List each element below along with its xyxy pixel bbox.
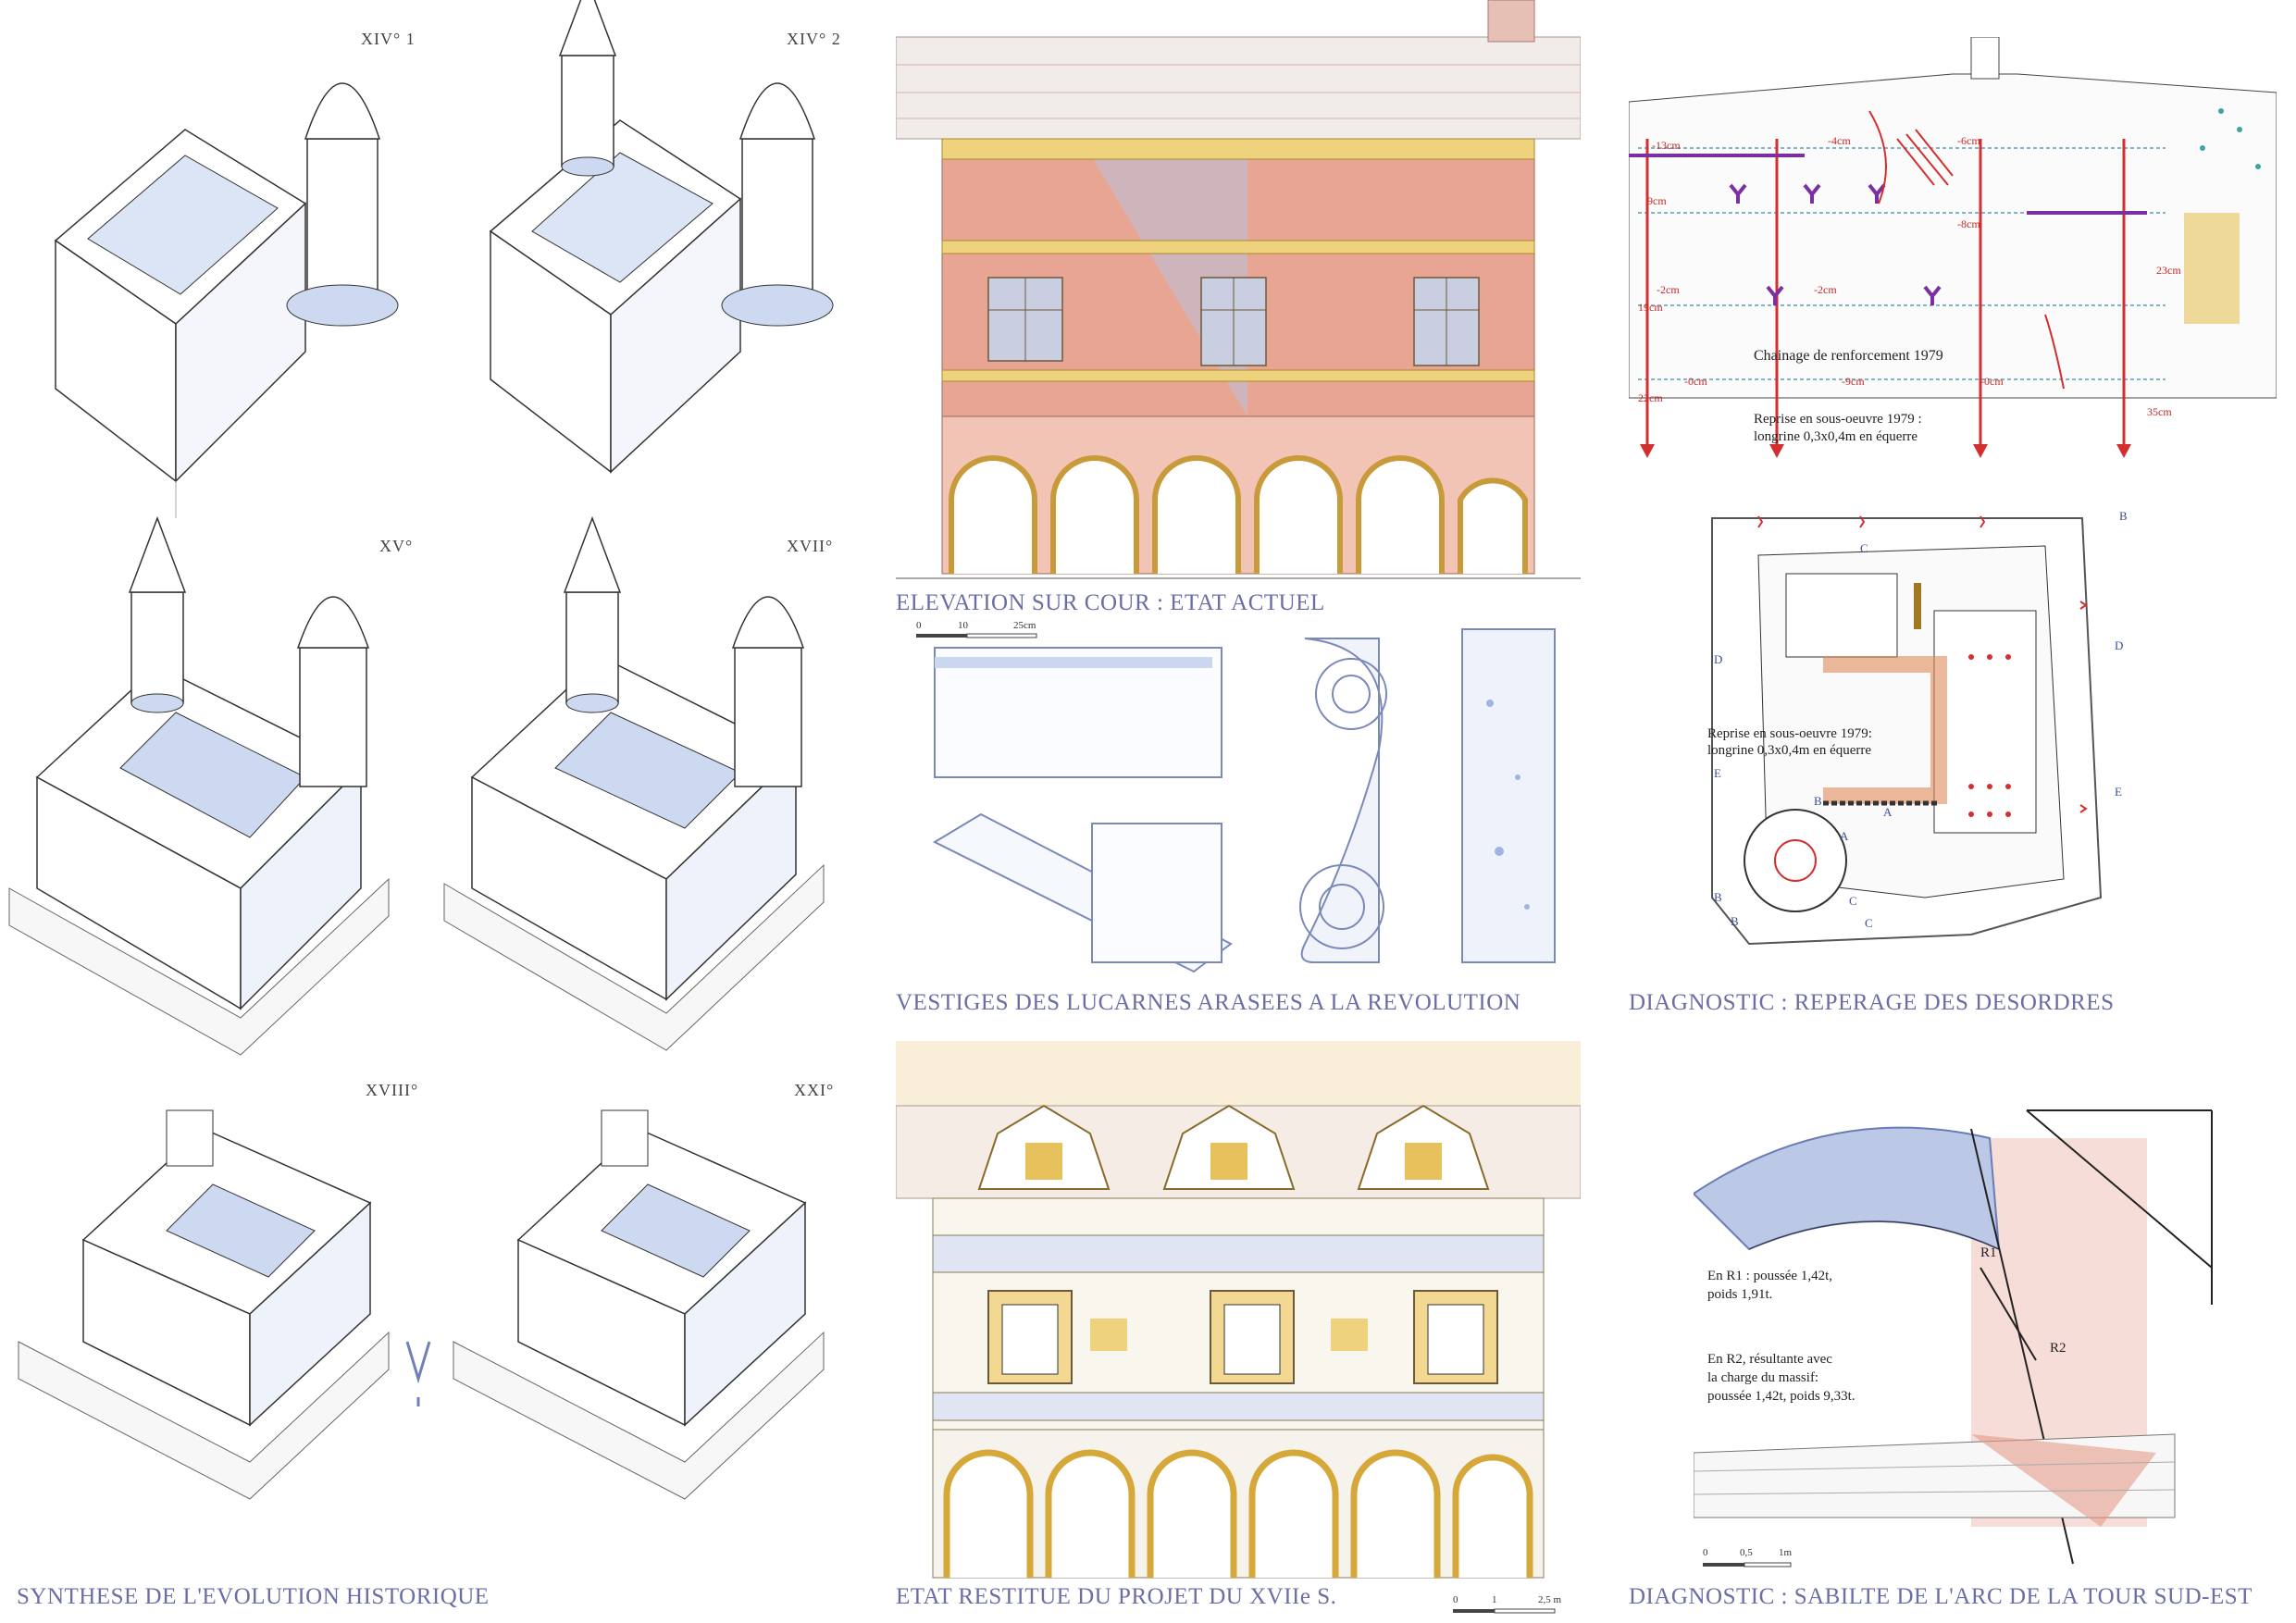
drawing-xviii	[18, 1109, 390, 1500]
scale-restitue-1: 1	[1492, 1594, 1497, 1605]
diagnostic-arc-panel	[1694, 1083, 2249, 1582]
scale-bar-restitue	[1453, 1608, 1556, 1614]
measure-label: 19cm	[1638, 301, 1663, 314]
plan-letter: E	[1714, 766, 1721, 780]
scale-bar-elevation	[916, 633, 1037, 638]
note-r2-line3: poussée 1,42t, poids 9,33t.	[1707, 1389, 1855, 1404]
note-reprise-section-1: Reprise en sous-oeuvre 1979 :	[1754, 412, 1922, 427]
note-reprise-plan-2: longrine 0,3x0,4m en équerre	[1707, 743, 1872, 758]
elevation-actuel-drawing	[896, 0, 1581, 583]
measure-label: -9cm	[1842, 375, 1865, 388]
century-label-xxi: XXI°	[794, 1081, 835, 1099]
century-label-xviii: XVIII°	[366, 1081, 419, 1099]
plan-letter: C	[1860, 541, 1868, 555]
caption-vestiges: VESTIGES DES LUCARNES ARASEES A LA REVOL…	[896, 990, 1521, 1015]
plan-letter: B	[1714, 890, 1722, 904]
diagnostic-plan-drawing	[1711, 515, 2103, 946]
drawing-xiv-1	[54, 82, 399, 518]
vestiges-drawing	[932, 628, 1556, 973]
scale-elevation-25: 25cm	[1013, 620, 1036, 631]
plan-letter: D	[1714, 652, 1723, 666]
note-r1-line2: poids 1,91t.	[1707, 1287, 1773, 1302]
etat-restitue-drawing	[896, 1041, 1581, 1582]
century-label-xiv-2: XIV° 2	[787, 30, 841, 48]
etat-restitue-panel	[896, 1041, 1581, 1582]
scale-arc-05: 0,5	[1740, 1547, 1753, 1558]
note-chainage: Chainage de renforcement 1979	[1754, 348, 1943, 364]
scale-restitue-25: 2,5 m	[1538, 1594, 1562, 1605]
measure-label: -2cm	[1657, 283, 1680, 296]
measure-label: -2cm	[1814, 283, 1837, 296]
diagnostic-arc-drawing	[1694, 1109, 2213, 1565]
note-r2-line1: En R2, résultante avec	[1707, 1352, 1832, 1367]
century-label-xiv-1: XIV° 1	[361, 30, 416, 48]
north-arrow-icon	[405, 1341, 431, 1406]
measure-label: -13cm	[1652, 139, 1681, 152]
note-r1-line1: En R1 : poussée 1,42t,	[1707, 1269, 1832, 1283]
measure-label: -4cm	[1828, 134, 1851, 147]
plan-letter: C	[1865, 916, 1873, 930]
caption-etat-restitue: ETAT RESTITUE DU PROJET DU XVIIe S.	[896, 1584, 1337, 1609]
measure-label: 23cm	[2156, 264, 2181, 277]
drawing-xv	[8, 517, 390, 1056]
plan-letter: C	[1849, 894, 1857, 908]
vestiges-panel	[916, 611, 1564, 981]
caption-diagnostic-arc: DIAGNOSTIC : SABILTE DE L'ARC DE LA TOUR…	[1629, 1584, 2253, 1609]
measure-label: -0cm	[1980, 375, 2004, 388]
plan-letter: D	[2115, 638, 2124, 652]
note-r2-line2: la charge du massif:	[1707, 1370, 1819, 1385]
scale-restitue-0: 0	[1453, 1594, 1458, 1605]
diagnostic-plan-panel	[1694, 509, 2138, 953]
drawing-xxi	[453, 1109, 825, 1500]
evolution-panel: XIV° 1 XIV° 2 XV° XVII° XVIII° XXI° SYNT…	[0, 0, 870, 1623]
drawing-xiv-2	[489, 0, 834, 474]
plan-letter: B	[1731, 914, 1739, 928]
scale-elevation-0: 0	[916, 620, 922, 631]
plan-letter: B	[1814, 794, 1822, 808]
plan-letter: A	[1883, 805, 1893, 819]
caption-diagnostic-plan: DIAGNOSTIC : REPERAGE DES DESORDRES	[1629, 990, 2115, 1015]
measure-label: -8cm	[1957, 217, 1980, 230]
measure-label: 22cm	[1638, 391, 1663, 404]
evolution-drawings	[8, 0, 834, 1500]
measure-label: -0cm	[1684, 375, 1707, 388]
measure-label: 9cm	[1647, 194, 1667, 207]
measure-label: -6cm	[1957, 134, 1980, 147]
diagnostic-section-drawing	[1629, 37, 2277, 458]
scale-bar-arc	[1703, 1562, 1792, 1567]
caption-evolution: SYNTHESE DE L'EVOLUTION HISTORIQUE	[17, 1584, 490, 1609]
caption-elevation-actuel: ELEVATION SUR COUR : ETAT ACTUEL	[896, 590, 1325, 615]
label-r2: R2	[2050, 1341, 2066, 1356]
century-label-xv: XV°	[379, 537, 414, 555]
measure-label: 35cm	[2147, 405, 2172, 418]
scale-elevation-10: 10	[958, 620, 968, 631]
diagnostic-section-panel	[1629, 37, 2277, 472]
note-reprise-section-2: longrine 0,3x0,4m en équerre	[1754, 429, 1918, 444]
plan-letter: A	[1840, 829, 1849, 843]
plan-letter: E	[2115, 785, 2122, 799]
century-label-xvii: XVII°	[787, 537, 834, 555]
scale-arc-0: 0	[1703, 1547, 1708, 1558]
label-r1: R1	[1980, 1245, 1997, 1260]
elevation-actuel-panel	[896, 0, 1581, 583]
note-reprise-plan-1: Reprise en sous-oeuvre 1979:	[1707, 726, 1872, 741]
drawing-xvii	[443, 517, 825, 1051]
plan-letter: B	[2119, 509, 2128, 523]
scale-arc-1m: 1m	[1779, 1547, 1793, 1558]
